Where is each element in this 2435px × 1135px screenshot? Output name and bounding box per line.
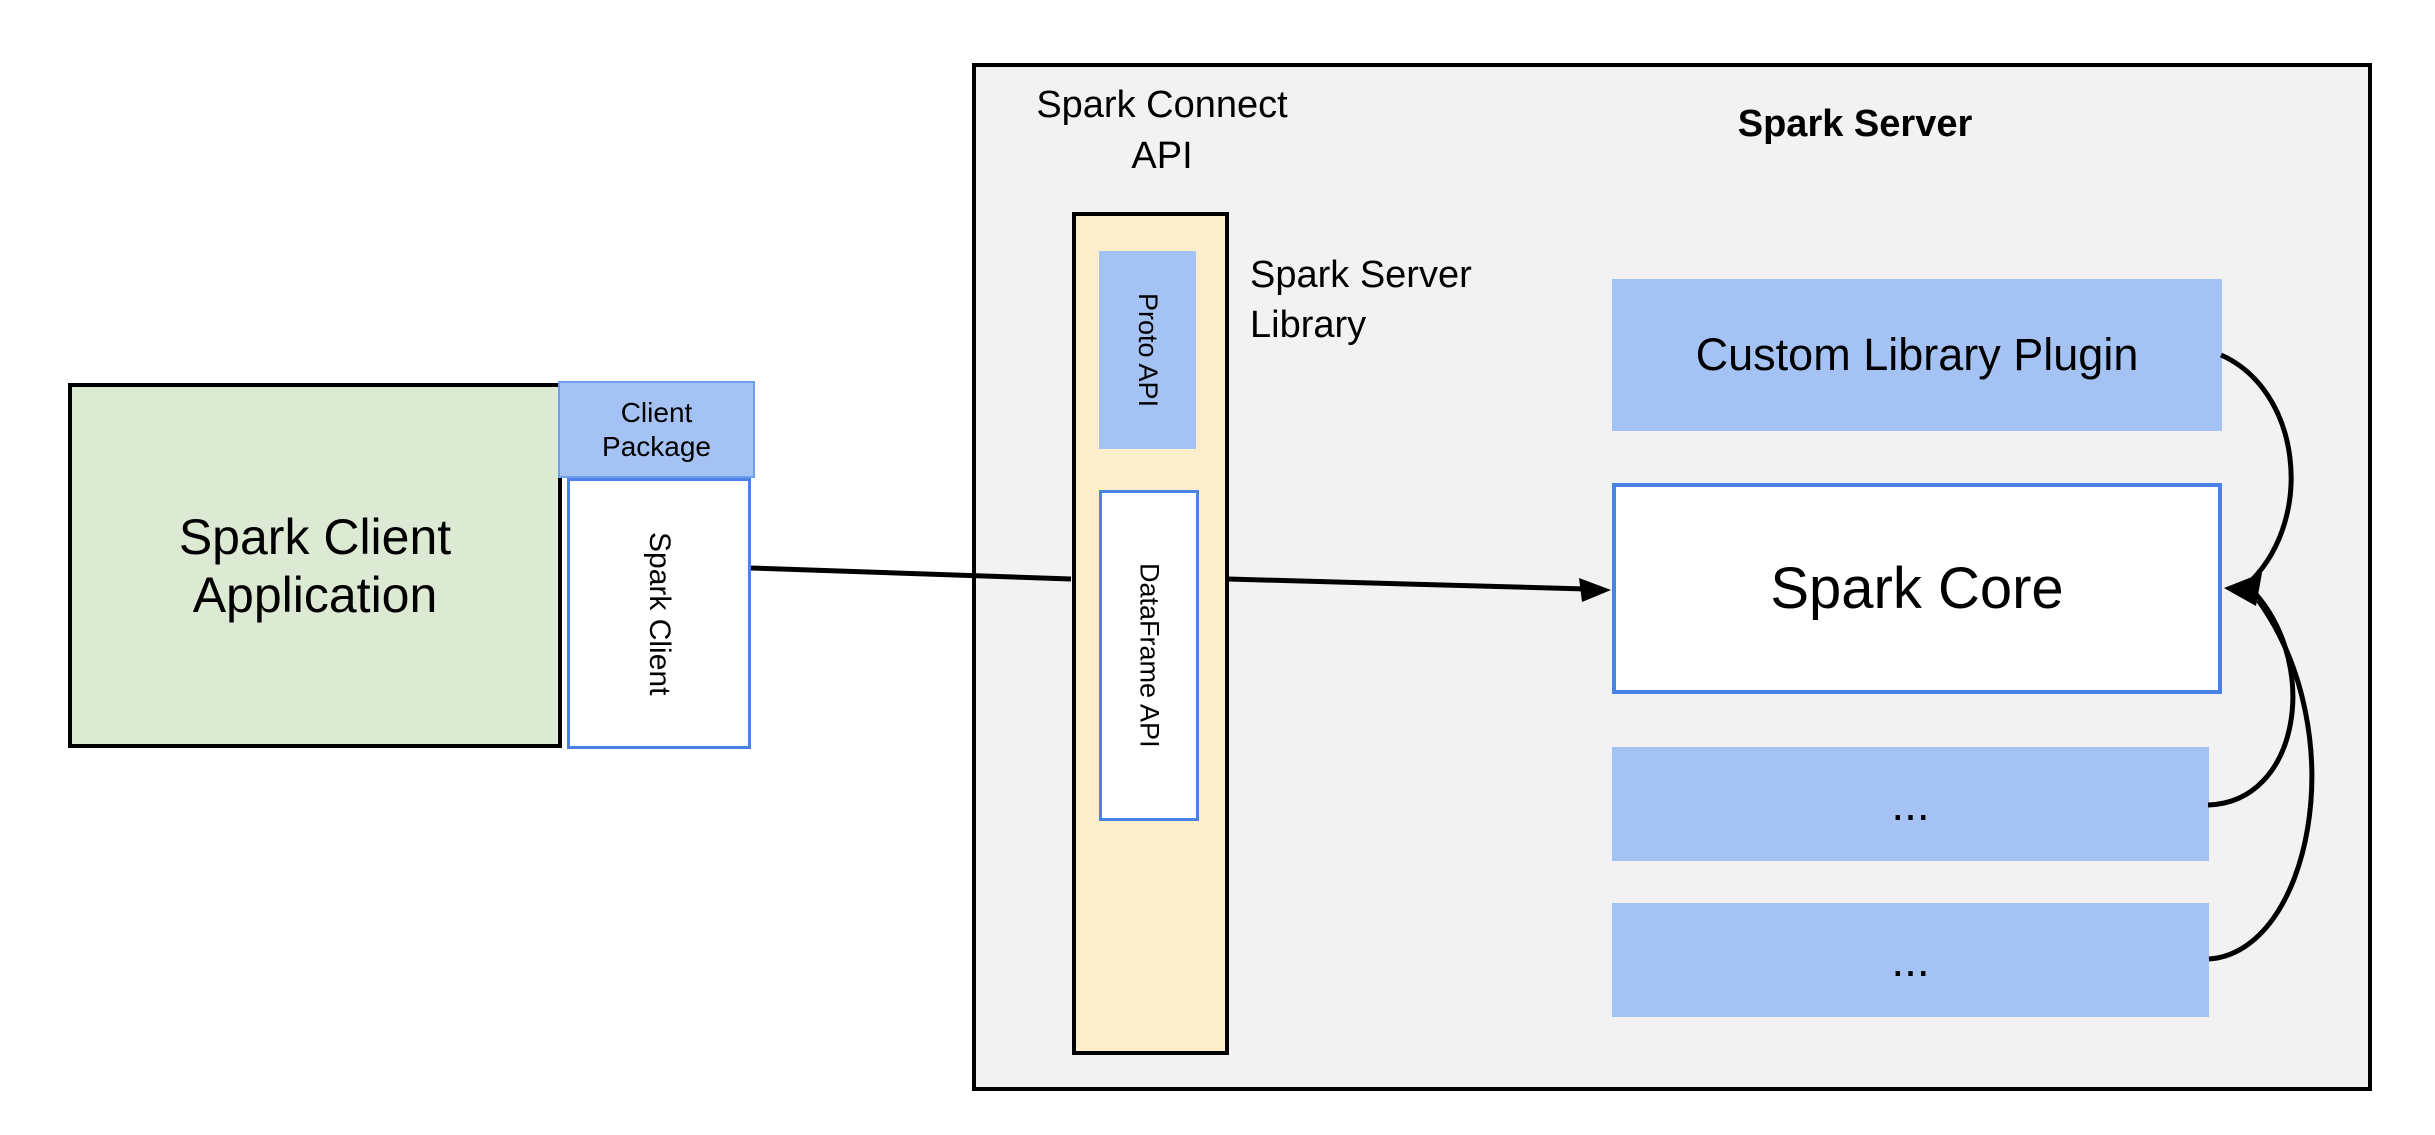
proto-api-box: Proto API <box>1099 251 1196 449</box>
spark-server-library-label-line1: Spark Server <box>1250 254 1472 296</box>
spark-connect-api-title-line1: Spark Connect <box>1036 84 1288 126</box>
spark-server-library-label-line2: Library <box>1250 304 1367 346</box>
dataframe-api-box: DataFrame API <box>1099 490 1199 821</box>
spark-connect-api-title-line2: API <box>1131 135 1193 177</box>
client-package-label-line2: Package <box>602 430 711 462</box>
more-plugins-label-1: ... <box>1891 778 1930 830</box>
more-plugins-box-2: ... <box>1612 903 2209 1017</box>
spark-server-library-label: Spark Server Library <box>1250 250 1610 350</box>
spark-client-application-label: Spark Client Application <box>179 508 451 624</box>
custom-library-plugin-box: Custom Library Plugin <box>1612 279 2222 431</box>
spark-client-application-box: Spark Client Application <box>68 383 562 748</box>
dataframe-api-label: DataFrame API <box>1134 563 1165 748</box>
spark-client-box: Spark Client <box>567 478 751 749</box>
spark-server-title: Spark Server <box>1655 103 2055 146</box>
more-plugins-label-2: ... <box>1891 934 1930 986</box>
spark-connect-api-title: Spark Connect API <box>962 80 1362 182</box>
spark-client-application-label-line2: Application <box>192 566 438 623</box>
custom-library-plugin-label: Custom Library Plugin <box>1695 329 2139 380</box>
client-package-label: Client Package <box>602 396 711 464</box>
client-package-box: Client Package <box>558 381 755 478</box>
more-plugins-box-1: ... <box>1612 747 2209 861</box>
spark-core-label: Spark Core <box>1770 556 2064 621</box>
spark-server-title-text: Spark Server <box>1737 103 1973 145</box>
spark-client-application-label-line1: Spark Client <box>178 508 452 565</box>
spark-client-label: Spark Client <box>643 531 676 696</box>
proto-api-label: Proto API <box>1133 292 1163 408</box>
client-package-label-line1: Client <box>620 396 693 428</box>
spark-core-box: Spark Core <box>1612 483 2222 694</box>
